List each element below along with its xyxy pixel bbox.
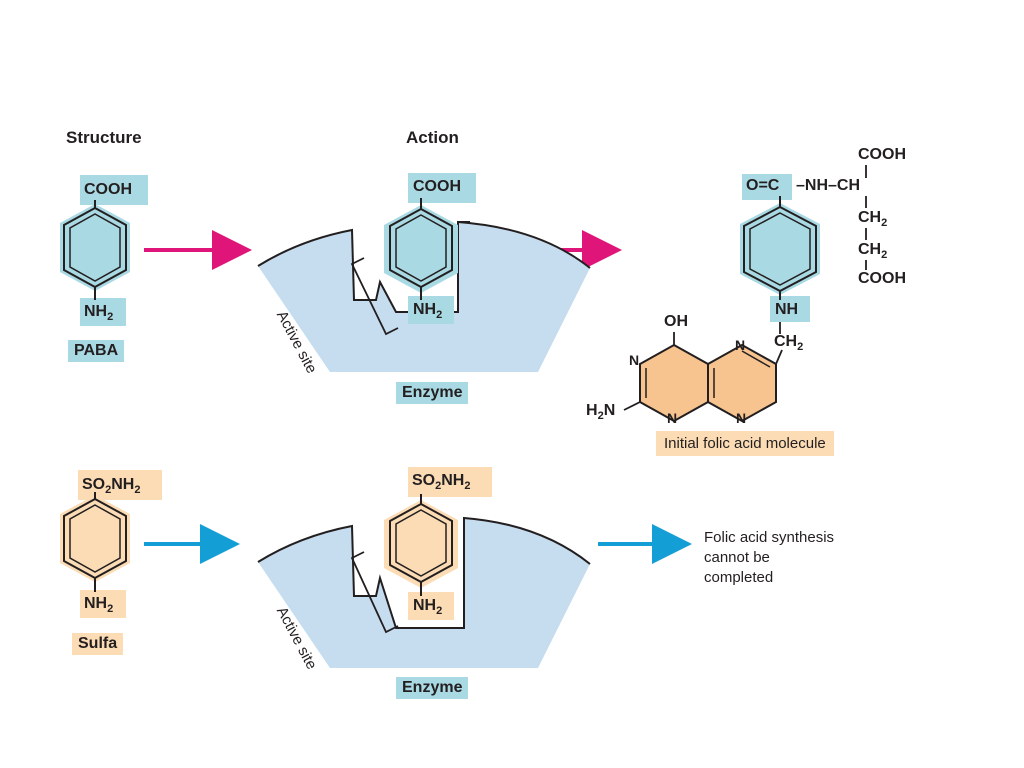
folic-co-label: O=C (746, 177, 780, 194)
enzyme-bottom (257, 467, 591, 668)
bound-sulfa-so2nh2-label: SO2NH2 (412, 472, 471, 492)
folic-acid-molecule (623, 165, 867, 423)
folic-ch2-label-2: CH2 (858, 241, 888, 261)
bound-paba-nh2-label: NH2 (413, 301, 443, 321)
paba-nh2-label: NH2 (84, 303, 114, 323)
folic-cooh-bottom-label: COOH (858, 270, 906, 287)
sulfa-name-label: Sulfa (72, 633, 124, 655)
folic-nh-ch-label: –NH–CH (796, 177, 861, 194)
sulfa-molecule (60, 470, 162, 618)
folic-n4-label: N (736, 410, 747, 426)
folic-h2n-label: H2N (586, 402, 616, 422)
outcome-line-2: cannot be (704, 549, 770, 566)
enzyme-label-top: Enzyme (396, 382, 469, 404)
folic-ch2-label-3: CH2 (774, 333, 804, 353)
folic-cooh-top-label: COOH (858, 146, 906, 163)
folic-n3-label: N (667, 410, 678, 426)
outcome-line-3: completed (704, 569, 774, 586)
folic-n1-label: N (629, 352, 640, 368)
structure-header: Structure (66, 128, 142, 147)
folic-n2-label: N (735, 337, 746, 353)
folic-nh-label: NH (775, 301, 799, 318)
enzyme-label-bottom: Enzyme (396, 677, 469, 699)
outcome-text: Folic acid synthesis cannot be completed (704, 528, 834, 588)
folic-ch2-label-1: CH2 (858, 209, 888, 229)
folic-oh-label: OH (664, 313, 688, 330)
paba-cooh-label: COOH (84, 181, 132, 198)
outcome-line-1: Folic acid synthesis (704, 529, 835, 546)
action-header: Action (406, 128, 459, 147)
sulfa-nh2-label: NH2 (84, 595, 114, 615)
bound-paba-cooh-label: COOH (413, 178, 461, 195)
bound-sulfa-nh2-label: NH2 (413, 597, 443, 617)
folic-caption: Initial folic acid molecule (656, 431, 834, 456)
paba-name-label: PABA (68, 340, 125, 362)
paba-molecule (60, 175, 148, 326)
enzyme-top (257, 173, 591, 372)
sulfa-so2nh2-label: SO2NH2 (82, 476, 141, 496)
